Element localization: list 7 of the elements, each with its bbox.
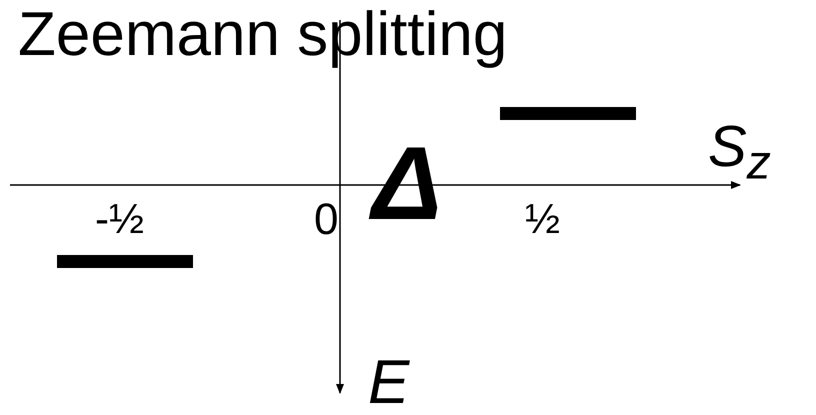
energy-level-bar [500, 107, 636, 120]
tick-label: 0 [314, 198, 338, 242]
axis-label: E [368, 352, 410, 414]
tick-label: ½ [525, 198, 560, 240]
axis-label: S$_{z}$ [708, 118, 771, 187]
tick-label: -½ [95, 198, 144, 240]
energy-level-bar [57, 255, 193, 268]
